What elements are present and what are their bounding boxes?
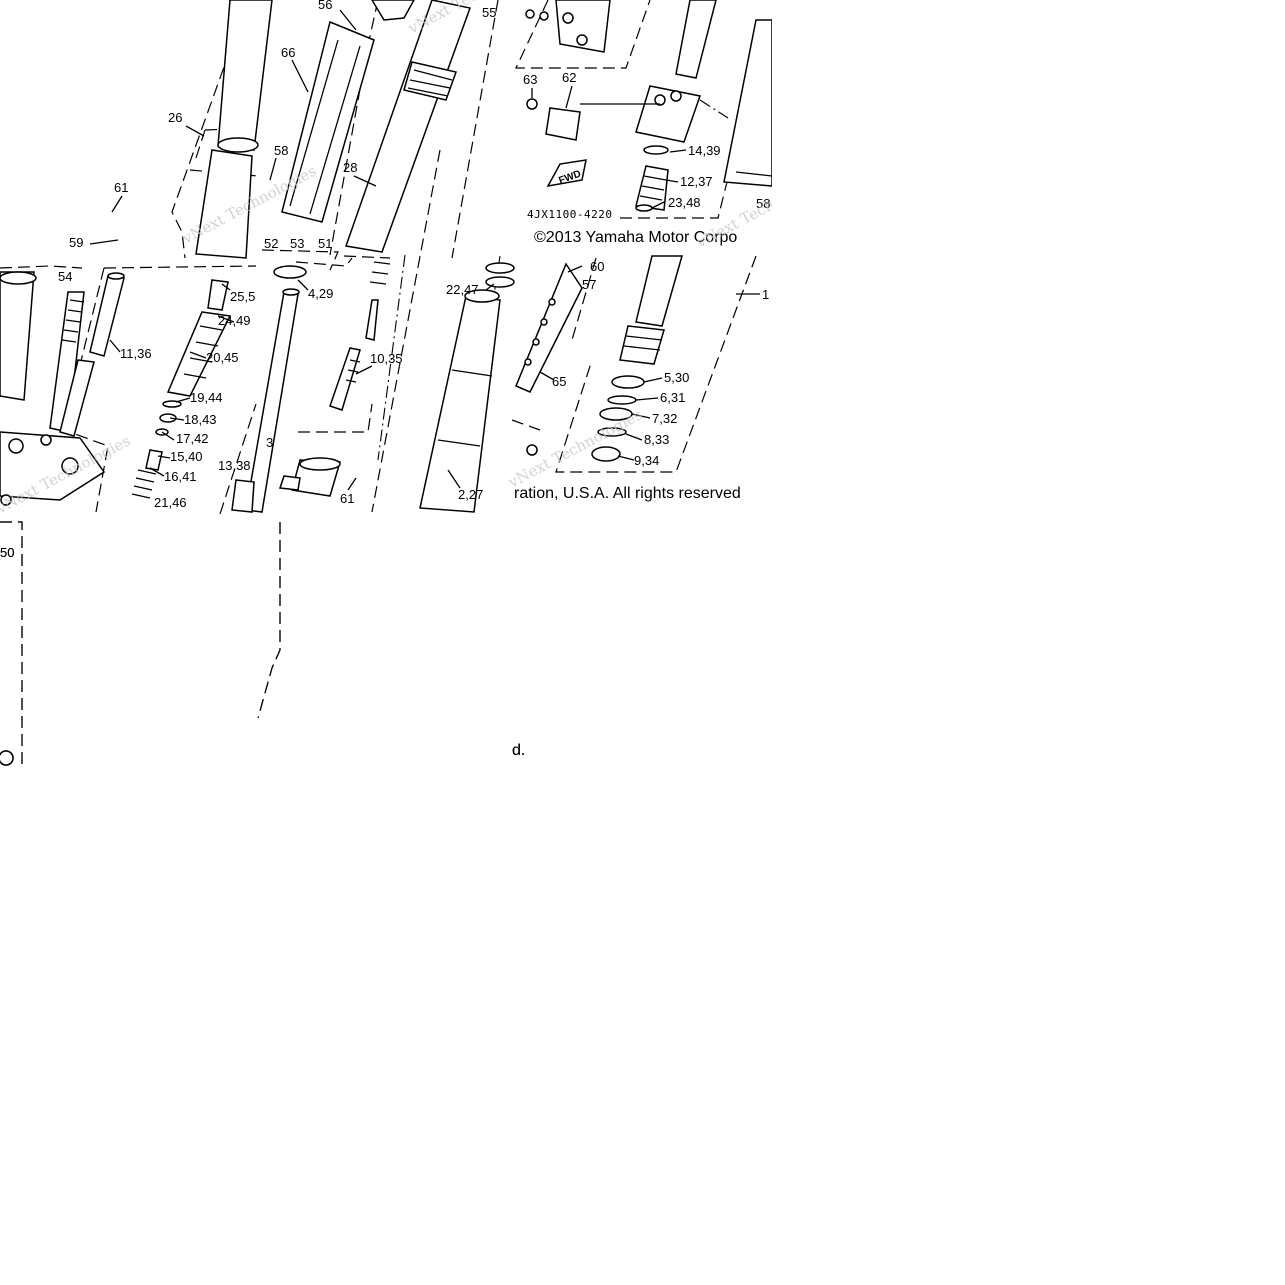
callout-label: 1 (762, 287, 769, 302)
callout-label: 8,33 (644, 432, 669, 447)
leader-lines (89, 9, 760, 491)
callout-label: 56 (318, 0, 332, 12)
callout-label: 12,37 (680, 174, 713, 189)
callout-label: 21,46 (154, 495, 187, 510)
watermark-text: vNext Technologies (505, 406, 646, 492)
callout-label: 5,30 (664, 370, 689, 385)
callout-label: 55 (482, 5, 496, 20)
fwd-arrow (546, 159, 587, 188)
damper-rod-12 (635, 145, 669, 212)
clamp-61 (278, 457, 341, 497)
callout-label: 19,44 (190, 390, 223, 405)
spacer-tube-11 (59, 272, 125, 437)
callout-label: 4,29 (308, 286, 333, 301)
fork-guard-66 (281, 20, 375, 223)
fork-spring-left (245, 288, 300, 513)
diagram-code: 4JX1100-4220 (527, 208, 612, 221)
copyright-tail-visible: d. (512, 742, 525, 759)
copyright-tail: d. (512, 742, 525, 759)
fork-parts (0, 0, 773, 766)
callout-label: 59 (69, 235, 83, 250)
callout-label: 62 (562, 70, 576, 85)
callout-label: 2,27 (458, 487, 483, 502)
callout-label-50: 50 (0, 545, 14, 560)
outer-tube-left-middle (0, 271, 37, 401)
far-right-tube (723, 19, 773, 187)
callout-label: 14,39 (688, 143, 721, 158)
callout-label: 10,35 (370, 351, 403, 366)
callout-label: 7,32 (652, 411, 677, 426)
callout-label: 25,5 (230, 289, 255, 304)
outer-tube-2 (419, 262, 515, 513)
callout-label: 61 (114, 180, 128, 195)
spring-13 (231, 479, 255, 513)
callout-label: 20,45 (206, 350, 239, 365)
callout-label: 28 (343, 160, 357, 175)
brake-hose-holder-62 (526, 98, 581, 141)
callout-label: 23,48 (668, 195, 701, 210)
callout-label: 52 (264, 236, 278, 251)
center-rod-10 (329, 261, 391, 411)
callout-label: 13,38 (218, 458, 251, 473)
copyright-bottom: ration, U.S.A. All rights reserved (514, 485, 741, 502)
callout-label: 6,31 (660, 390, 685, 405)
callout-label: 60 (590, 259, 604, 274)
callout-label: 11,36 (120, 346, 152, 361)
bracket-top-right (525, 0, 611, 53)
callout-label: 51 (318, 236, 332, 251)
callout-label: 54 (58, 269, 72, 284)
callout-label: 66 (281, 45, 295, 60)
inner-tube-28 (344, 0, 471, 253)
axle-holder-left (0, 431, 106, 501)
callout-label: 24,49 (218, 313, 251, 328)
callout-label: 26 (168, 110, 182, 125)
callout-label: 58 (274, 143, 288, 158)
outer-tube-right (635, 0, 717, 143)
damper-rod-20 (131, 279, 232, 499)
callout-labels: 56 55 66 26 58 28 61 59 52 53 51 63 62 1… (0, 0, 770, 560)
callout-label: 22,47 (446, 282, 479, 297)
outer-tube-upper-left (195, 0, 273, 259)
callout-label: 61 (340, 491, 354, 506)
callout-label: 50 (0, 545, 14, 560)
fork-cap-55 (371, 0, 415, 21)
callout-label: 9,34 (634, 453, 659, 468)
callout-label: 53 (290, 236, 304, 251)
copyright-top: ©2013 Yamaha Motor Corpo (534, 229, 737, 246)
callout-label: 57 (582, 277, 596, 292)
callout-label: 58 (756, 196, 770, 211)
callout-label: 15,40 (170, 449, 203, 464)
lower-left-bolt (0, 494, 14, 766)
callout-label: 3 (266, 435, 273, 450)
fork-protector-65 (515, 262, 583, 456)
callout-label: 63 (523, 72, 537, 87)
oil-seal-4 (273, 265, 307, 279)
callout-label: 65 (552, 374, 566, 389)
callout-label: 17,42 (176, 431, 209, 446)
callout-label: 18,43 (184, 412, 217, 427)
inner-tube-right (619, 255, 683, 365)
callout-label: 16,41 (164, 469, 197, 484)
